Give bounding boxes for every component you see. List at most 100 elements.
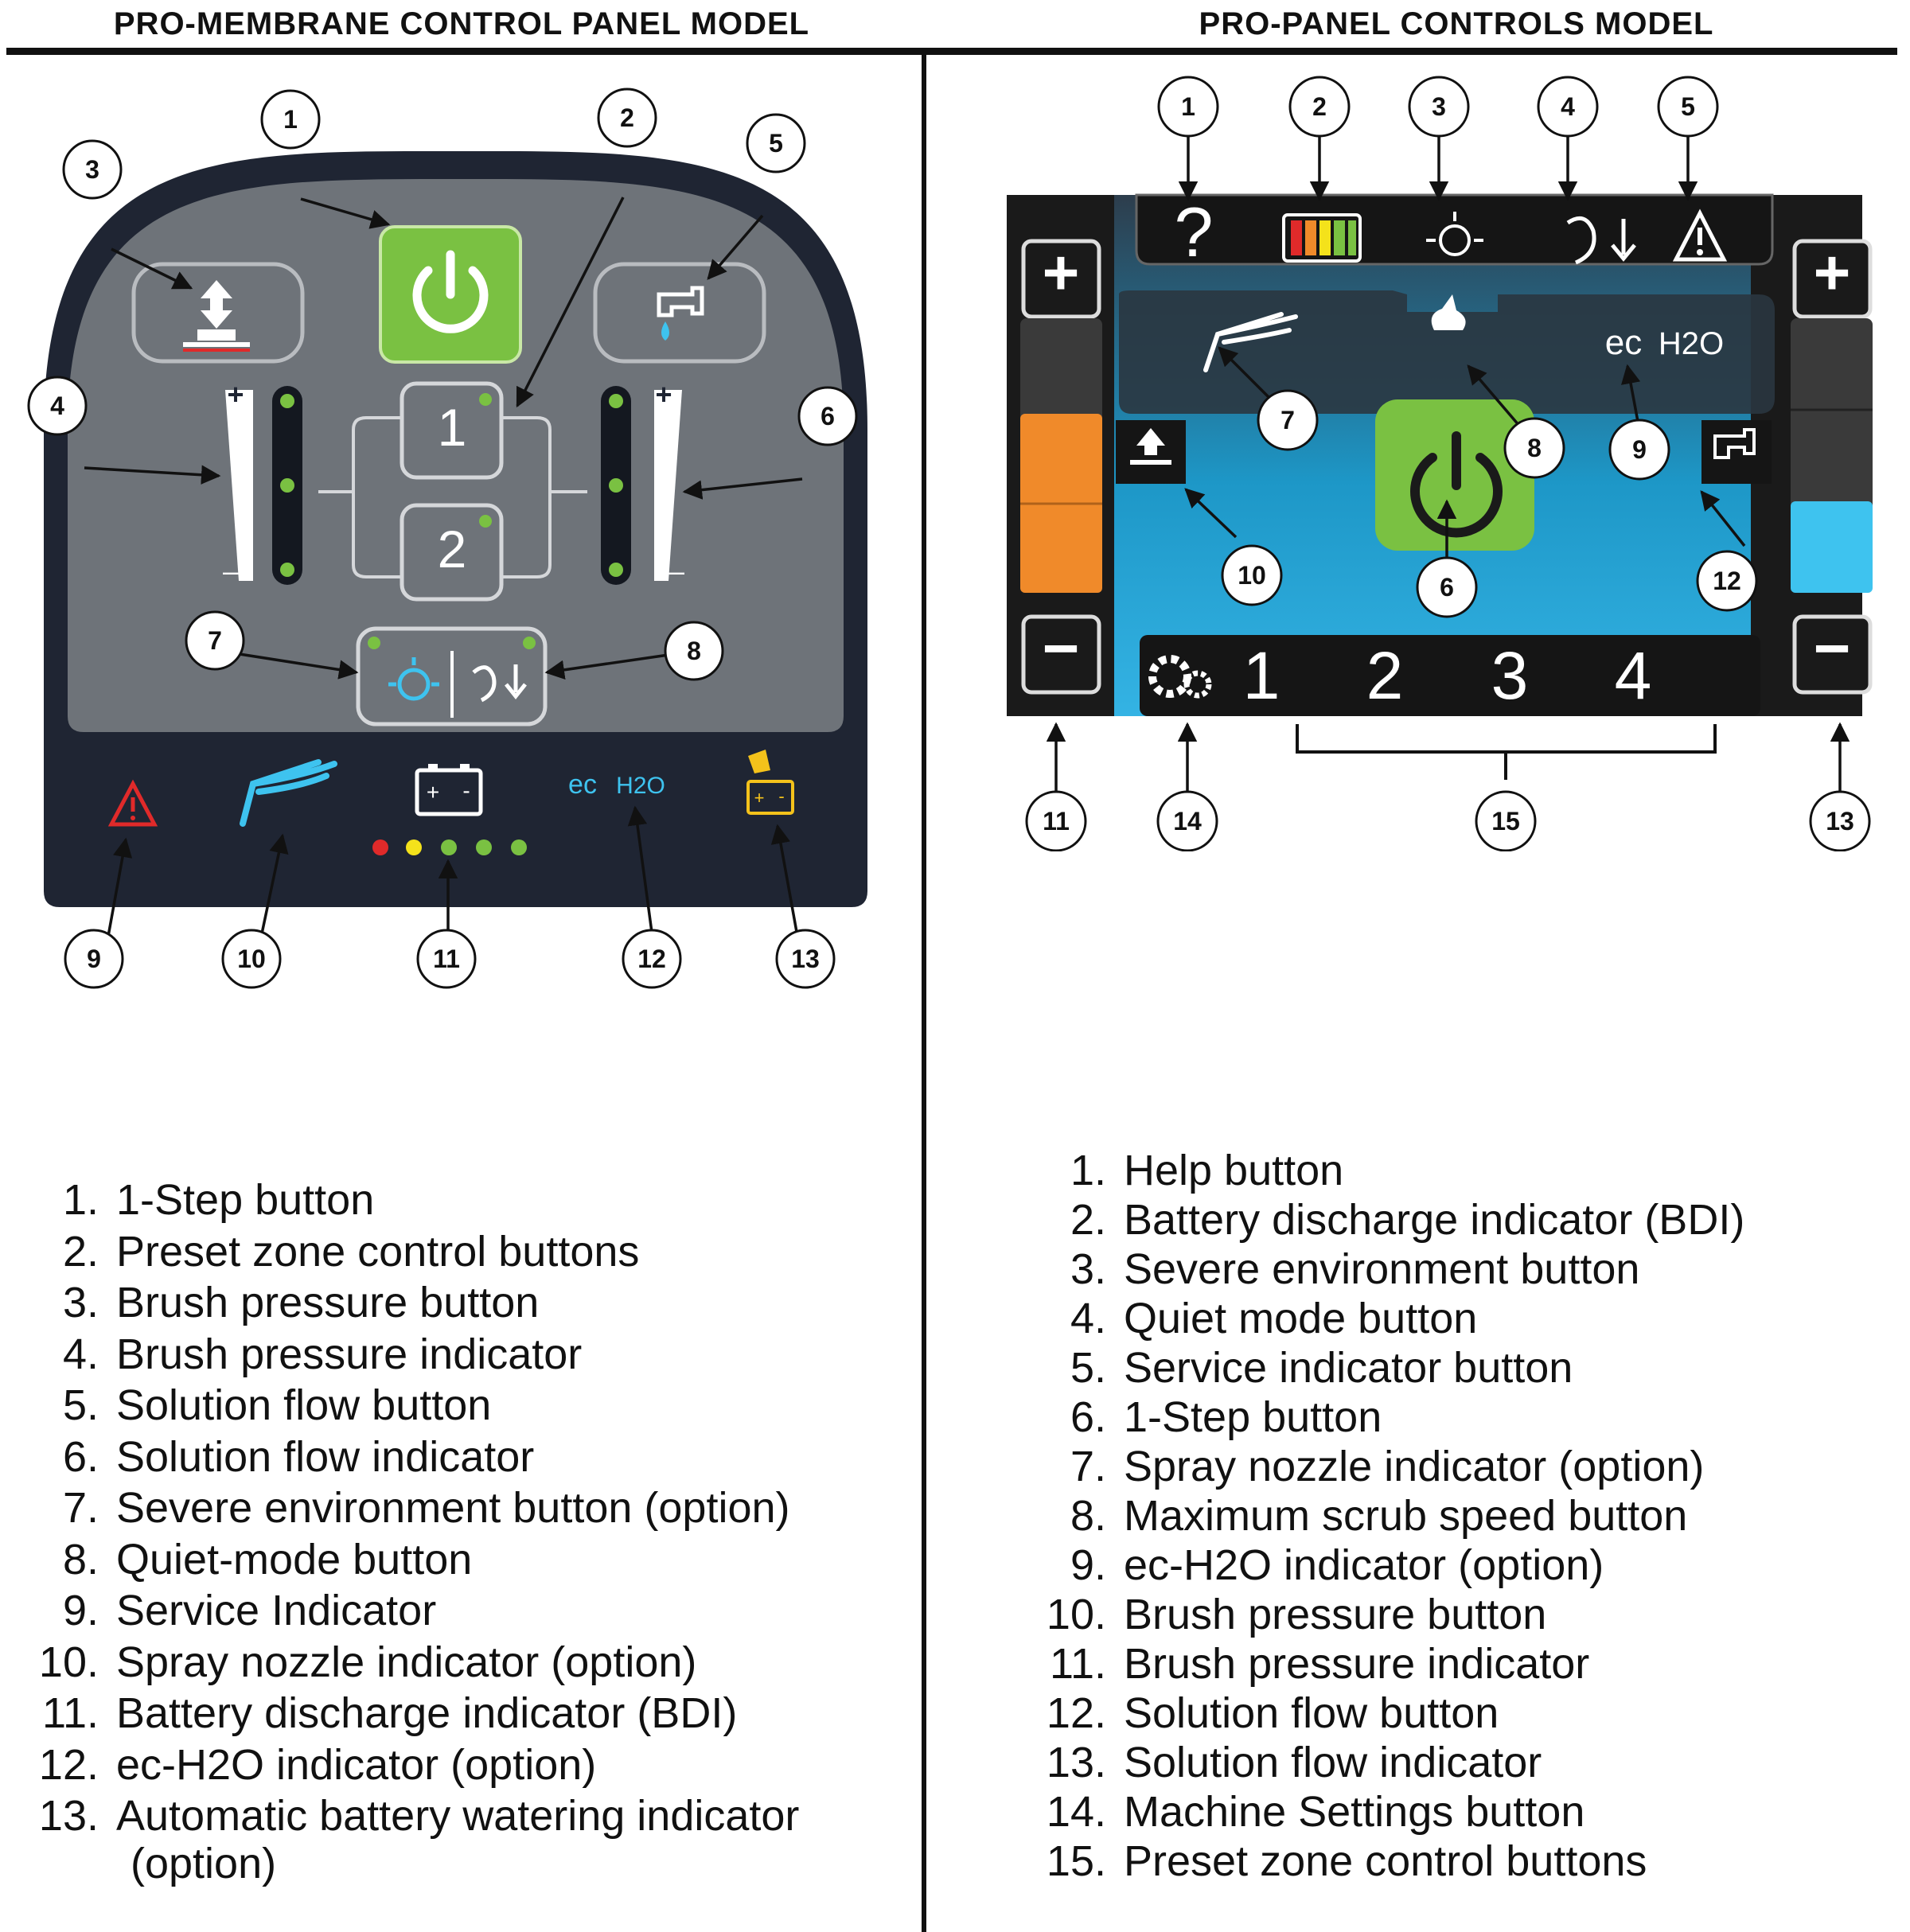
left-panel-heading: PRO-MEMBRANE CONTROL PANEL MODEL [113,6,810,41]
right-legend-item: 6.1-Step button [1070,1393,1382,1441]
svg-text:+: + [1043,237,1080,308]
severe-environment-button [1426,212,1483,256]
callout-4: 4 [27,376,88,436]
svg-text:1: 1 [1243,638,1280,713]
svg-text:7: 7 [208,626,222,655]
right-legend-item: 10.Brush pressure button [1046,1591,1547,1638]
svg-text:11: 11 [1043,807,1070,836]
svg-text:−: − [1043,613,1080,684]
right-legend-item: 3.Severe environment button [1070,1245,1640,1293]
svg-text:2: 2 [620,103,634,132]
battery-discharge-leds [372,839,527,855]
svg-text:10: 10 [237,945,266,973]
callout-4: 4 [1537,76,1599,138]
brush-pressure-plus-button: + [1021,237,1101,319]
right-legend-item: 15.Preset zone control buttons [1046,1837,1647,1885]
machine-settings-button [1148,655,1212,699]
callout-12: 12 [1696,550,1758,612]
right-legend-item: 7.Spray nozzle indicator (option) [1070,1443,1705,1490]
column-divider [922,55,926,1932]
svg-text:4: 4 [1561,92,1575,121]
svg-text:1: 1 [1181,92,1195,121]
callout-7: 7 [1257,389,1319,451]
svg-text:2: 2 [1312,92,1327,121]
svg-text:–: – [668,555,684,587]
right-legend-item: 2.Battery discharge indicator (BDI) [1070,1196,1745,1244]
callout-6: 6 [797,386,858,446]
svg-text:1: 1 [438,398,467,457]
callout-3: 3 [62,139,123,200]
left-legend-item: 12.ec-H2O indicator (option) [38,1740,597,1789]
maximum-scrub-speed-button [1431,294,1466,330]
callout-11: 11 [416,929,477,989]
svg-text:8: 8 [1527,434,1542,462]
right-legend-item: 13.Solution flow indicator [1046,1739,1542,1786]
brush-pressure-indicator-bar [1020,318,1102,593]
svg-text:3: 3 [1491,638,1529,713]
svg-text:4: 4 [1615,638,1652,713]
severe-environment-and-quiet-mode-buttons [356,626,548,726]
left-legend-item: 2.Preset zone control buttons [62,1227,640,1276]
callout-5: 5 [1657,76,1719,138]
right-legend-item: 4.Quiet mode button [1070,1295,1478,1342]
help-button: ? [1175,193,1214,271]
left-legend-item: 7.Severe environment button (option) [62,1484,790,1532]
left-legend-item: 8.Quiet-mode button [62,1535,473,1583]
svg-text:H2O: H2O [616,773,665,799]
right-legend-item: 1.Help button [1070,1147,1344,1194]
svg-text:6: 6 [821,402,835,430]
battery-discharge-indicator-icon [1282,213,1362,263]
callout-13: 13 [1809,790,1871,851]
solution-flow-indicator: + – [601,378,684,587]
solution-flow-button [593,262,766,364]
svg-text:12: 12 [1713,567,1741,595]
left-legend-item: 9.Service Indicator [62,1587,437,1634]
svg-text:9: 9 [1632,435,1647,464]
svg-text:5: 5 [769,129,783,158]
svg-text:7: 7 [1280,406,1295,434]
callout-12: 12 [622,929,682,989]
pro-panel-diagram: + − + − ? [1007,76,1873,851]
callout-9: 9 [1608,419,1670,481]
svg-text:10: 10 [1238,561,1266,590]
callout-14: 14 [1156,790,1218,851]
left-legend-item: 11.Battery discharge indicator (BDI) [41,1689,738,1737]
callout-5: 5 [746,113,806,173]
callout-2: 2 [1288,76,1351,138]
preset-zone-button-1: 1 [400,381,504,480]
left-legend-item: 1.1-Step button [62,1176,375,1224]
callout-8: 8 [1503,417,1565,479]
svg-text:–: – [223,555,239,587]
callout-8: 8 [664,621,724,681]
zone-button-4: 4 [1615,638,1652,713]
right-legend-item: 9.ec-H2O indicator (option) [1070,1541,1604,1589]
left-legend-item: 6.Solution flow indicator [62,1432,535,1481]
left-legend-item: 5.Solution flow button [62,1381,492,1429]
svg-text:3: 3 [85,155,99,184]
battery-icon: + - [415,764,483,816]
svg-text:−: − [1814,613,1851,684]
service-indicator-icon [107,779,158,827]
svg-text:13: 13 [1826,807,1854,836]
ec-h2o-icon: ec H2O [568,769,665,800]
ec-h2o-indicator: ec H2O [1605,323,1724,362]
left-legend-item: 13.Automatic battery watering indicator [38,1792,800,1840]
service-indicator-button [1672,208,1728,262]
battery-watering-icon: + - [746,750,794,815]
svg-text:11: 11 [433,945,460,973]
svg-text:+: + [227,378,244,411]
callout-11: 11 [1025,790,1087,851]
right-legend-item: 14.Machine Settings button [1046,1788,1585,1836]
svg-text:4: 4 [50,391,64,420]
solution-flow-minus-button: − [1792,613,1873,695]
left-legend-item: 3.Brush pressure button [62,1279,540,1326]
svg-text:H2O: H2O [1659,326,1724,361]
zone-button-2: 2 [1366,638,1404,713]
callout-6: 6 [1416,556,1478,618]
one-step-button [1375,399,1534,551]
quiet-mode-button [1566,216,1636,265]
svg-text:-: - [462,778,470,803]
callout-10: 10 [221,929,282,989]
left-legend-item: (option) [131,1839,277,1887]
brush-pressure-indicator: + – [223,378,302,587]
